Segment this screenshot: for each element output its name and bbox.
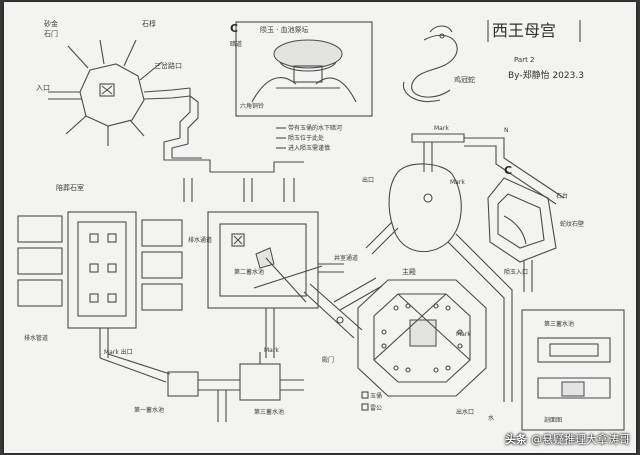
label-bottom-r: 出水口 <box>456 408 474 416</box>
tilted-chamber: C 石台 蛇纹石壁 陨玉入口 <box>487 164 584 292</box>
title-block: 西王母宫 Part 2 By-郑静怡 2023.3 <box>487 20 584 81</box>
label-center-room: 第二蓄水池 <box>234 268 264 276</box>
label-top-left-2: 石门 <box>44 29 58 38</box>
label-hall-b: 雷公 <box>370 405 382 412</box>
label-exit: 出口 <box>362 176 374 184</box>
octagon-chamber: 入口 砂金 石门 石椁 三岔路口 <box>36 19 199 158</box>
inset-title: 第三蓄水池 <box>544 320 574 328</box>
pit-illustration: C 暗道 陨玉 · 血池祭坛 六角铜铃 <box>230 21 373 117</box>
label-mark-hall: Mark <box>456 331 471 338</box>
title-part: Part 2 <box>514 56 535 64</box>
note-3: 进入陨玉需谨慎 <box>288 144 330 152</box>
watermark: 头条 @悬疑推理大拿涛哥 <box>505 431 630 447</box>
label-mark-cave: Mark <box>450 179 465 186</box>
inset-bottom: 剖面图 <box>544 416 562 424</box>
note-1: 带有玉俑的水下暗河 <box>288 124 342 132</box>
title-main: 西王母宫 <box>492 21 556 40</box>
label-snake: 鸡冠蛇 <box>454 75 475 84</box>
label-bottom-c: 第三蓄水池 <box>254 408 284 416</box>
label-hall-a: 玉俑 <box>370 392 382 400</box>
paper-sheet: 入口 砂金 石门 石椁 三岔路口 C 暗道 陨玉 · 血池祭坛 六角铜铃 带有玉… <box>4 2 636 453</box>
snake-drawing: 鸡冠蛇 <box>402 25 475 102</box>
label-water: 水 <box>488 414 494 422</box>
label-stone: 石椁 <box>142 19 156 28</box>
label-r-note2: 陨玉入口 <box>504 268 528 276</box>
note-2: 陨玉位于此处 <box>288 134 324 142</box>
hand-drawn-map: 入口 砂金 石门 石椁 三岔路口 C 暗道 陨玉 · 血池祭坛 六角铜铃 带有玉… <box>17 19 625 431</box>
label-r1: 石台 <box>556 192 568 200</box>
label-main-hall: 主殿 <box>402 267 416 276</box>
label-r-note1: 蛇纹石壁 <box>560 220 584 228</box>
octagon-hall: 主殿 Mark 玉俑 雷公 <box>357 267 487 412</box>
pit-notes: 带有玉俑的水下暗河 陨玉位于此处 进入陨玉需谨慎 <box>276 124 342 152</box>
label-top-left-1: 砂金 <box>44 19 58 28</box>
label-palace: 殿门 <box>322 356 334 364</box>
inset-section: 第三蓄水池 剖面图 <box>521 309 625 431</box>
label-pit-title: 陨玉 · 血池祭坛 <box>260 25 309 34</box>
marker-c-right: C <box>504 164 512 177</box>
label-bottom-left: 排水管道 <box>24 334 48 342</box>
label-c-side: 暗道 <box>230 40 242 48</box>
left-room-complex: 陪葬石室 排水管道 <box>17 183 183 358</box>
label-mark-top: Mark <box>434 125 449 132</box>
pipes <box>163 152 304 202</box>
watermark-text: @悬疑推理大拿涛哥 <box>531 433 630 446</box>
bottom-corridors: Mark 出口 第一蓄水池 第三蓄水池 Mark 出水口 水 <box>99 347 494 422</box>
watermark-logo: 头条 <box>505 433 527 446</box>
title-author: By-郑静怡 2023.3 <box>508 69 584 81</box>
label-mark-left: Mark 出口 <box>104 348 133 356</box>
marker-c-top: C <box>230 22 238 35</box>
hall-dots <box>381 303 463 373</box>
label-n: N <box>504 127 509 134</box>
center-room: 排水通道 第二蓄水池 井室通道 <box>188 211 358 309</box>
label-left-room: 陪葬石室 <box>56 183 84 192</box>
label-mark-bottom: Mark <box>264 347 279 354</box>
label-bottom-mid: 第一蓄水池 <box>134 406 164 414</box>
label-mid: 井室通道 <box>334 254 358 262</box>
label-center-side: 排水通道 <box>188 236 212 244</box>
label-right-arm: 三岔路口 <box>154 61 182 70</box>
diagonal-passage: 殿门 <box>265 277 383 364</box>
label-pit-note: 六角铜铃 <box>240 102 264 110</box>
label-entrance: 入口 <box>36 84 50 92</box>
right-cave: 出口 Mark Mark N <box>362 125 565 402</box>
